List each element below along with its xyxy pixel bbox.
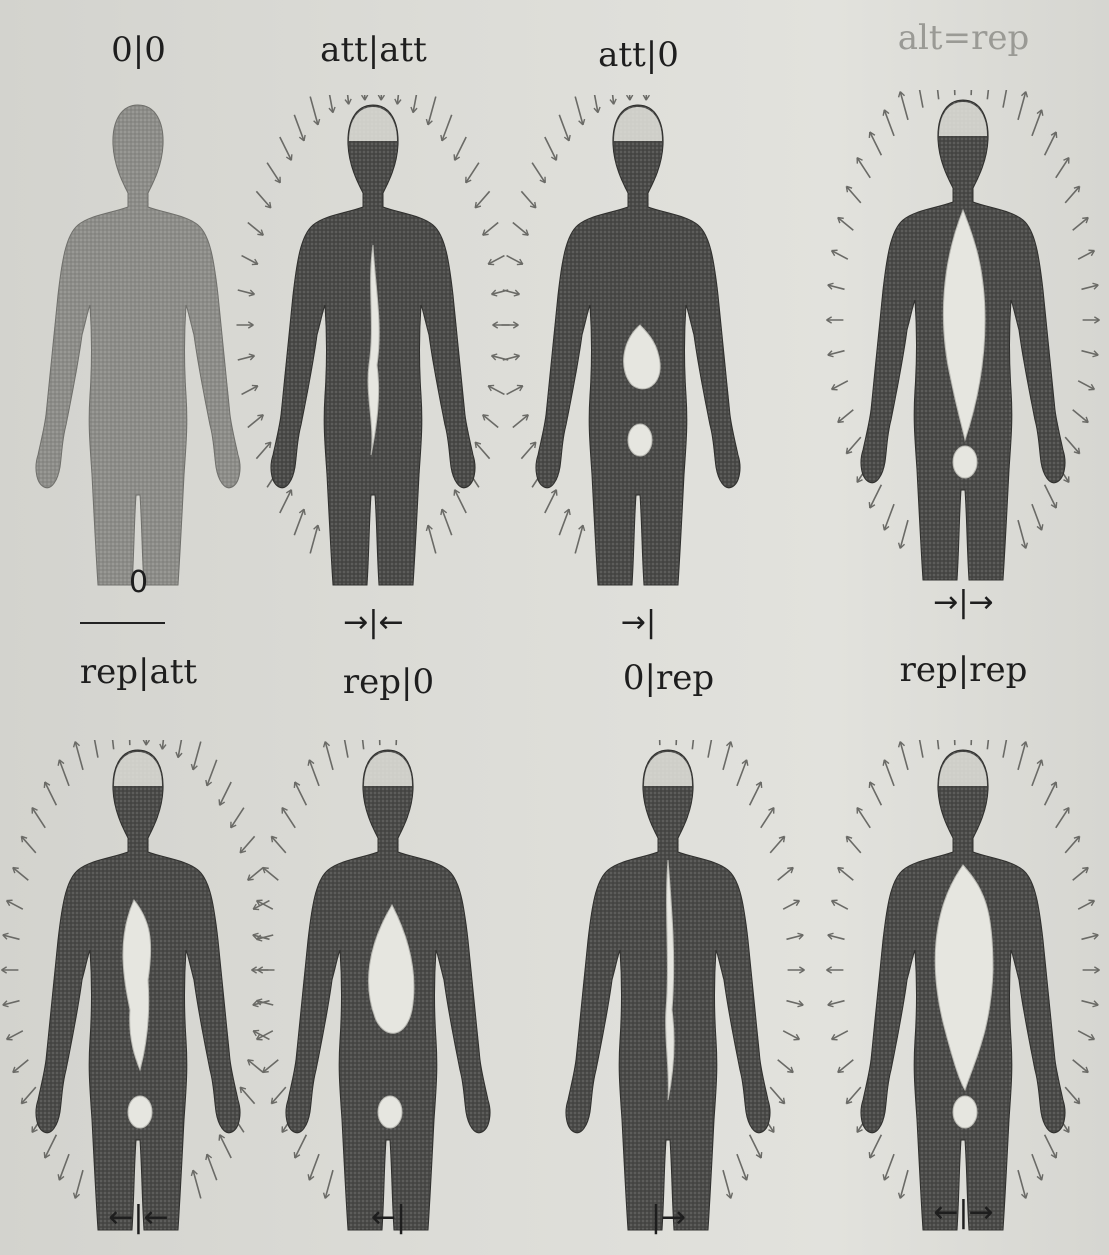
body-silhouette	[235, 95, 512, 595]
figure-label: alt=rep	[825, 18, 1102, 58]
body-silhouette	[825, 740, 1102, 1240]
figure-label: att|att	[235, 30, 512, 70]
figure-caption: →|→	[825, 585, 1102, 620]
figure-label: rep|rep	[825, 650, 1102, 690]
baseline-line	[80, 622, 165, 624]
lower-glow	[628, 424, 652, 456]
figure-caption: →|←	[235, 605, 512, 640]
figure-caption: ←|←	[0, 1200, 277, 1235]
lower-glow	[378, 1096, 402, 1128]
figure-label: 0|rep	[530, 658, 807, 698]
body-silhouette	[825, 90, 1102, 590]
body-shape	[36, 105, 240, 585]
figure-label: rep|0	[250, 662, 527, 702]
figure-att-0: att|0 →|	[500, 0, 777, 627]
lower-glow	[128, 1096, 152, 1128]
figure-caption: |→	[530, 1200, 807, 1235]
body-silhouette	[250, 740, 527, 1240]
lower-glow	[953, 446, 977, 478]
figure-label: rep|att	[0, 652, 277, 692]
body-silhouette	[0, 740, 277, 1240]
figure-caption: →|	[500, 605, 777, 640]
body-silhouette	[500, 95, 777, 595]
figure-alt-rep: alt=rep →|→	[825, 0, 1102, 627]
figure-rep-att: rep|att ←|←	[0, 640, 277, 1255]
lower-glow	[953, 1096, 977, 1128]
body-silhouette	[530, 740, 807, 1240]
figure-0-rep: 0|rep |→	[530, 640, 807, 1255]
figure-label: att|0	[500, 35, 777, 75]
figure-rep-0: rep|0 ←|	[250, 640, 527, 1255]
figure-caption: ←|→	[825, 1195, 1102, 1230]
figure-caption: ←|	[250, 1200, 527, 1235]
figure-rep-rep: rep|rep ←|→	[825, 640, 1102, 1255]
figure-att-att: att|att →|←	[235, 0, 512, 627]
